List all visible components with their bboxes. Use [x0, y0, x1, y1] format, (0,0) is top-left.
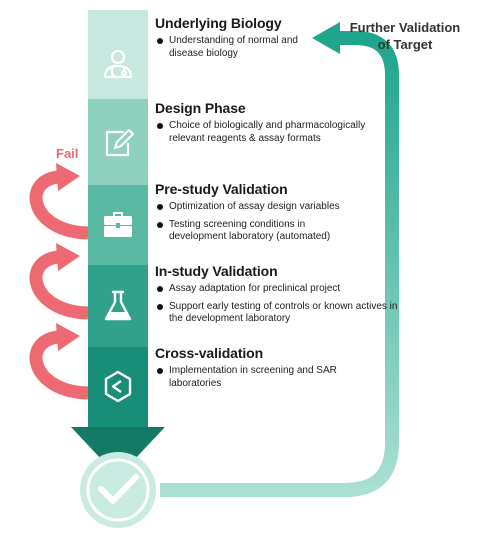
stage-bullet: Support early testing of controls or kno…	[155, 301, 409, 326]
fail-arrow-2	[29, 243, 89, 320]
pencil-note-icon	[88, 118, 148, 170]
stage-in-study-validation: In-study Validation Assay adaptation for…	[155, 263, 475, 331]
fail-arrow-3	[29, 323, 89, 400]
stage-band-1	[88, 10, 148, 99]
stage-cross-validation: Cross-validation Implementation in scree…	[155, 345, 475, 395]
stage-bullet: Testing screening conditions in developm…	[155, 219, 349, 244]
doctor-icon	[88, 40, 148, 92]
stage-band-4	[88, 265, 148, 347]
stage-title: Cross-validation	[155, 345, 264, 361]
stage-title: Design Phase	[155, 100, 246, 116]
stage-band-5	[88, 347, 148, 427]
stage-bullet: Implementation in screening and SAR labo…	[155, 365, 344, 390]
further-validation-arrow-head	[312, 22, 340, 54]
checkmark-icon	[80, 452, 156, 528]
further-validation-label: Further Validation of Target	[349, 20, 461, 52]
stage-pre-study-validation: Pre-study Validation Optimization of ass…	[155, 181, 475, 249]
stage-underlying-biology: Underlying Biology Understanding of norm…	[155, 15, 475, 65]
stage-title: Pre-study Validation	[155, 181, 288, 197]
stage-design-phase: Design Phase Choice of biologically and …	[155, 100, 475, 150]
stage-bullet: Assay adaptation for preclinical project	[155, 283, 399, 296]
stage-bullet: Understanding of normal and disease biol…	[155, 35, 319, 60]
stage-bullet: Choice of biologically and pharmacologic…	[155, 120, 401, 145]
fail-arrow-1	[29, 163, 89, 240]
fail-label: Fail	[56, 146, 79, 161]
briefcase-icon	[88, 199, 148, 251]
flask-icon	[88, 280, 148, 332]
further-validation-loop-arrow	[160, 31, 399, 497]
stage-title: Underlying Biology	[155, 15, 282, 31]
hexagon-c-icon	[88, 361, 148, 413]
stage-bullet: Optimization of assay design variables	[155, 201, 389, 214]
stage-title: In-study Validation	[155, 263, 278, 279]
